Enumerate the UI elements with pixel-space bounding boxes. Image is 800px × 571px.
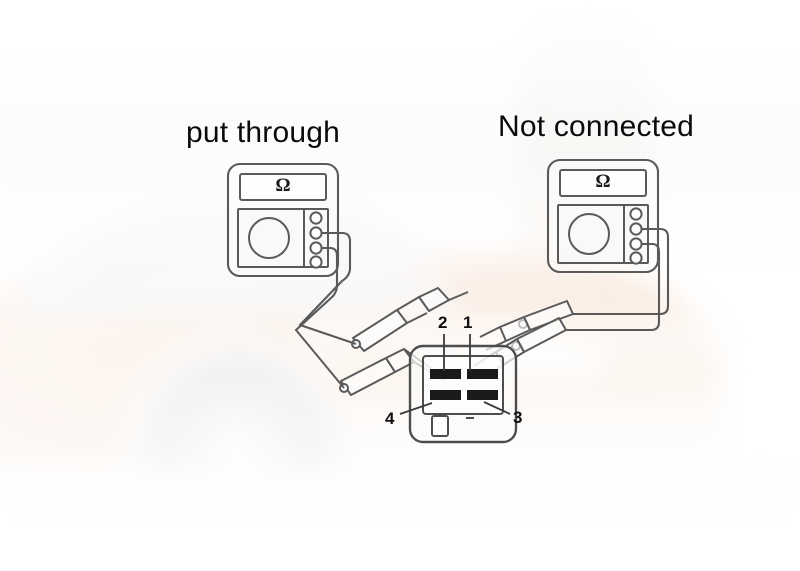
left-probe-upper-needle [448, 291, 469, 301]
left-probe-upper-tip [396, 296, 428, 324]
pin-label-4: 4 [385, 409, 395, 428]
terminal-slot-2 [430, 369, 461, 379]
left-probe-lower [295, 329, 445, 396]
pin-label-1: 1 [463, 313, 473, 332]
left-probe-upper-tipcone [418, 287, 450, 312]
right-multimeter[interactable]: Ω [546, 158, 660, 274]
left-lead-wire-lower [294, 246, 339, 332]
left-probe-upper [299, 287, 469, 352]
leader-pin4 [399, 402, 433, 415]
left-multimeter[interactable]: Ω [226, 162, 340, 278]
right-meter-ohm-symbol: Ω [595, 171, 610, 192]
connector-latch-tab [431, 415, 449, 437]
label-put-through: put through [186, 116, 340, 149]
terminal-slot-1 [467, 369, 498, 379]
left-meter-ohm-symbol: Ω [275, 175, 290, 196]
pin-label-2: 2 [438, 313, 448, 332]
pin-leader-lines [399, 334, 511, 415]
four-pin-connector[interactable] [408, 344, 518, 444]
left-probe-lower-cable [295, 329, 345, 389]
left-probe-lower-body [340, 357, 396, 396]
right-test-leads [564, 227, 670, 332]
pin-label-3: 3 [513, 408, 523, 427]
left-test-leads [294, 231, 352, 332]
leader-pin3 [483, 401, 511, 415]
terminal-slot-3 [467, 390, 498, 400]
label-not-connected: Not connected [498, 110, 695, 143]
left-probe-upper-cable [299, 324, 357, 345]
left-probe-upper-body [352, 309, 408, 352]
left-lead-wire-upper [298, 231, 352, 327]
right-lead-wire-lower [564, 242, 661, 332]
terminal-slot-4 [430, 390, 461, 400]
right-lead-wire-upper [571, 227, 670, 316]
